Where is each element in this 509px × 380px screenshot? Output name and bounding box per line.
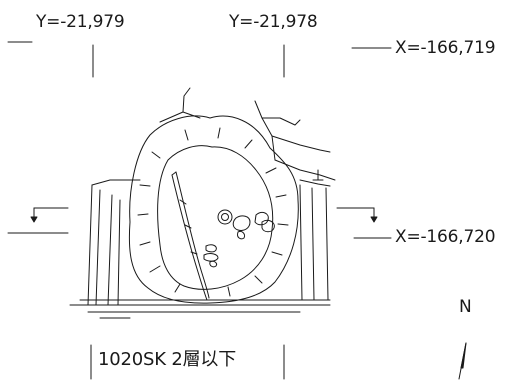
pit-wall-hatching [138, 128, 288, 296]
feature-label-frame [91, 345, 284, 379]
coord-x-bottom: X=-166,720 [395, 227, 496, 247]
pit-inner-outline [158, 146, 273, 290]
pit-outer-outline [129, 116, 298, 303]
section-left-arrow [31, 217, 37, 222]
trench-walls [70, 88, 335, 318]
feature-label: 1020SK 2層以下 [98, 349, 237, 370]
coord-y-right: Y=-21,978 [229, 12, 318, 32]
slender-artefact [172, 172, 209, 300]
north-label: N [459, 297, 472, 317]
coord-x-top: X=-166,719 [395, 38, 496, 58]
ring-artefact [218, 210, 232, 224]
north-arrow [459, 343, 466, 379]
section-right-arrow [371, 217, 377, 222]
coord-y-left: Y=-21,979 [36, 12, 125, 32]
section-markers [8, 208, 377, 233]
coordinate-grid-marks [8, 42, 391, 238]
artefact-cluster [204, 210, 274, 267]
